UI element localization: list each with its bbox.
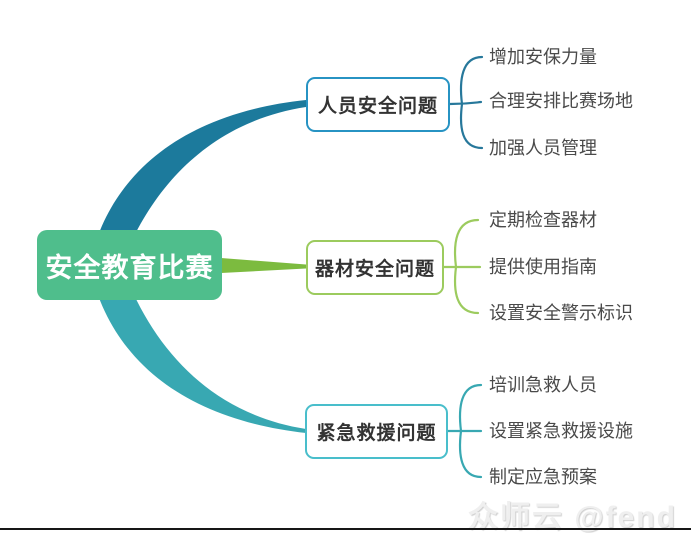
branch-node-equipment-safety[interactable]: 器材安全问题 [306,240,444,295]
child-node[interactable]: 加强人员管理 [489,138,597,158]
child-node[interactable]: 增加安保力量 [489,47,597,67]
branch2-child-connectors [441,218,482,315]
child-node[interactable]: 设置安全警示标识 [489,303,633,323]
child-node[interactable]: 制定应急预案 [489,467,597,487]
child-node[interactable]: 合理安排比赛场地 [489,91,633,111]
root-to-branch2-connector [221,258,306,273]
bottom-edge-line [0,528,691,530]
branch1-child-connectors [448,55,484,150]
child-node[interactable]: 提供使用指南 [489,257,597,277]
child-node[interactable]: 定期检查器材 [489,210,597,230]
branch-node-emergency-rescue[interactable]: 紧急救援问题 [305,404,448,459]
child-node[interactable]: 培训急救人员 [489,375,597,395]
branch-node-personnel-safety[interactable]: 人员安全问题 [306,77,450,132]
root-node[interactable]: 安全教育比赛 [37,230,222,300]
branch3-child-connectors [446,383,483,479]
child-node[interactable]: 设置紧急救援设施 [489,421,633,441]
watermark: 众师云 @fend [468,501,677,533]
